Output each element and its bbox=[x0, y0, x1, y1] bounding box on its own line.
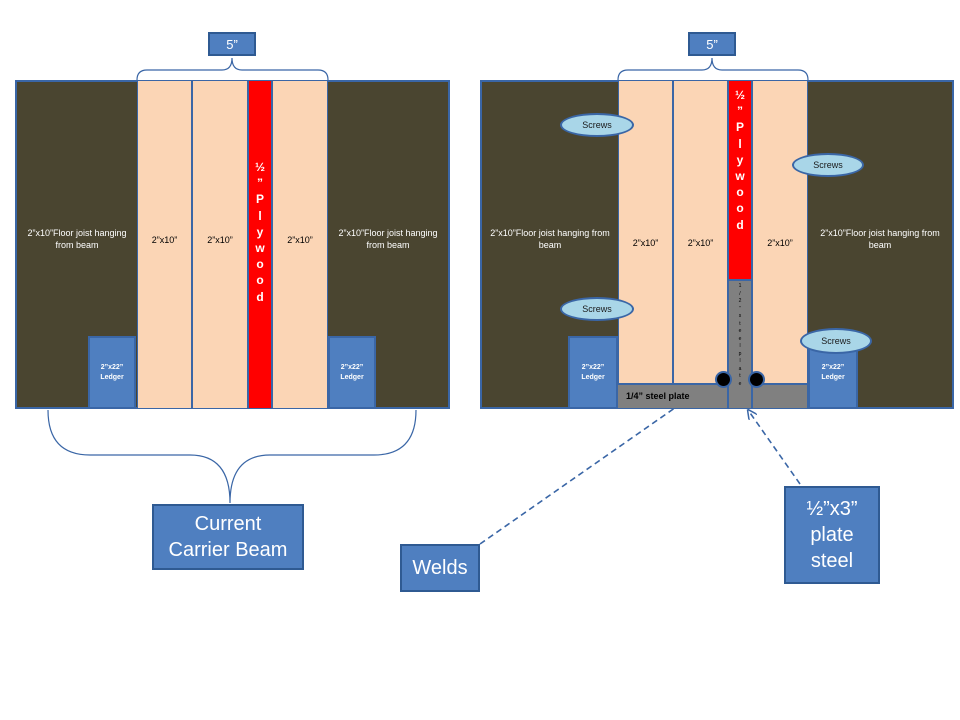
plate-char: l bbox=[739, 358, 741, 364]
plate-char: / bbox=[739, 290, 741, 297]
right-ledger-left: 2”x22” Ledger bbox=[568, 336, 618, 409]
left-board-1: 2”x10” bbox=[137, 80, 192, 409]
joist-label: 2”x10”Floor joist hanging from beam bbox=[338, 227, 438, 250]
plate-char: e bbox=[738, 328, 742, 334]
plate-steel-label: ½”x3” plate steel bbox=[784, 486, 880, 584]
right-board-2: 2”x10” bbox=[673, 80, 728, 384]
quarter-inch-steel-plate-right bbox=[752, 384, 808, 409]
quarter-inch-steel-plate: 1/4” steel plate bbox=[617, 384, 728, 409]
screws-label-1: Screws bbox=[560, 113, 634, 137]
left-ledger-right: 2”x22” Ledger bbox=[328, 336, 376, 409]
plywood-char: o bbox=[256, 257, 264, 272]
board-label: 2”x10” bbox=[687, 238, 714, 248]
plate-char: t bbox=[739, 320, 741, 327]
current-carrier-beam-label: Current Carrier Beam bbox=[152, 504, 304, 570]
ledger-label: 2”x22” Ledger bbox=[340, 364, 364, 381]
left-ledger-left: 2”x22” Ledger bbox=[88, 336, 136, 409]
plywood-char: l bbox=[738, 136, 742, 151]
right-dimension-brace bbox=[617, 57, 809, 81]
ledger-label: 2”x22” Ledger bbox=[821, 364, 845, 381]
plywood-char: P bbox=[735, 120, 744, 135]
plywood-char: y bbox=[256, 224, 264, 239]
board-label: 2”x10” bbox=[767, 238, 793, 248]
right-board-3: 2”x10” bbox=[752, 80, 808, 384]
left-board-2: 2”x10” bbox=[192, 80, 248, 409]
plywood-char: ½ bbox=[734, 88, 745, 102]
plate-steel-leader bbox=[748, 410, 801, 485]
plywood-char: ” bbox=[737, 104, 743, 119]
ledger-label: 2”x22” Ledger bbox=[581, 364, 605, 381]
plate-char: e bbox=[738, 380, 742, 387]
plywood-char: ½ bbox=[254, 160, 265, 174]
plate-char: e bbox=[738, 335, 742, 342]
welds-label: Welds bbox=[400, 544, 480, 592]
caption-text: Current Carrier Beam bbox=[168, 513, 288, 561]
left-plywood: ½ ” P l y w o o d bbox=[248, 80, 272, 409]
board-label: 2”x10” bbox=[151, 234, 178, 245]
plywood-char: l bbox=[258, 208, 262, 223]
screws-label-2: Screws bbox=[792, 153, 864, 177]
carrier-beam-brace bbox=[47, 409, 417, 504]
plate-char: 2 bbox=[738, 298, 742, 304]
plate-char: l bbox=[739, 343, 741, 349]
plywood-char: d bbox=[256, 289, 264, 304]
welds-leader bbox=[479, 382, 712, 545]
left-dimension-brace bbox=[136, 57, 329, 81]
plywood-char: d bbox=[736, 217, 744, 232]
plate-char: 1 bbox=[738, 283, 742, 289]
ledger-label: 2”x22” Ledger bbox=[100, 364, 124, 381]
board-label: 2”x10” bbox=[287, 234, 313, 245]
right-vertical-steel-plate: 1 / 2 ” s t e e l p l a t e bbox=[728, 280, 752, 409]
right-plywood: ½ ” P l y w o o d bbox=[728, 80, 752, 280]
plate-char: t bbox=[739, 373, 741, 379]
steel-plate-label: 1/4” steel plate bbox=[626, 391, 690, 401]
plywood-char: y bbox=[736, 152, 744, 167]
joist-label: 2”x10”Floor joist hanging from beam bbox=[27, 227, 127, 250]
plate-char: a bbox=[738, 365, 742, 372]
plate-char: p bbox=[738, 350, 742, 357]
screws-label-3: Screws bbox=[560, 297, 634, 321]
joist-label: 2”x10”Floor joist hanging from beam bbox=[820, 227, 940, 250]
plate-steel-text: ½”x3” plate steel bbox=[806, 498, 858, 572]
board-label: 2”x10” bbox=[207, 234, 233, 245]
plate-char: ” bbox=[739, 305, 741, 312]
joist-label: 2”x10”Floor joist hanging from beam bbox=[490, 227, 610, 250]
plywood-char: ” bbox=[257, 176, 263, 191]
left-dimension-label: 5” bbox=[208, 32, 256, 56]
left-board-3: 2”x10” bbox=[272, 80, 328, 409]
plywood-char: o bbox=[736, 185, 744, 200]
screws-label-4: Screws bbox=[800, 328, 872, 354]
weld-dot-left bbox=[715, 371, 732, 388]
board-label: 2”x10” bbox=[632, 238, 659, 248]
plywood-char: w bbox=[735, 168, 745, 183]
right-dimension-label: 5” bbox=[688, 32, 736, 56]
plywood-char: P bbox=[255, 192, 264, 207]
plywood-char: o bbox=[736, 201, 744, 216]
plywood-char: w bbox=[255, 240, 265, 255]
plate-char: s bbox=[738, 313, 742, 319]
plywood-char: o bbox=[256, 273, 264, 288]
weld-dot-right bbox=[748, 371, 765, 388]
